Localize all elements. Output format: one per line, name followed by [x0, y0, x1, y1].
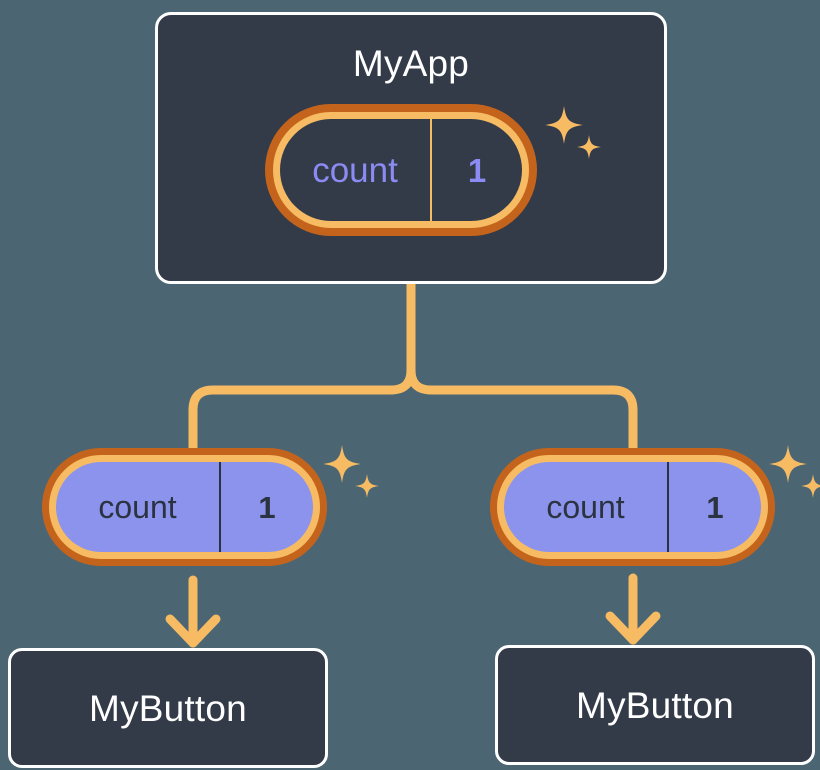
state-pill-branch-right[interactable]: count 1 [490, 448, 775, 566]
card-title-mybutton: MyButton [89, 687, 247, 729]
state-pill-body: count 1 [504, 462, 761, 552]
card-title-mybutton: MyButton [576, 684, 734, 726]
state-pill-ring: count 1 [42, 448, 327, 566]
state-pill-body: count 1 [56, 462, 313, 552]
arrow-head-left-icon [165, 614, 221, 648]
wire-split-left [188, 365, 416, 457]
state-key: count [312, 150, 398, 190]
state-key: count [98, 489, 177, 525]
state-pill-ring: count 1 [490, 448, 775, 566]
state-pill-body: count 1 [280, 119, 522, 221]
state-key: count [546, 489, 625, 525]
component-card-mybutton-right[interactable]: MyButton [495, 645, 815, 765]
state-value: 1 [430, 119, 522, 221]
sparkle-small-icon [355, 474, 379, 498]
state-value: 1 [219, 462, 313, 552]
arrow-head-right-icon [605, 611, 661, 645]
card-title-myapp: MyApp [352, 43, 470, 84]
sparkle-small-icon [801, 474, 820, 498]
wire-split-right [406, 365, 638, 457]
state-pill-ring: count 1 [265, 104, 537, 236]
sparkle-large-icon [323, 445, 361, 483]
state-pill-branch-left[interactable]: count 1 [42, 448, 327, 566]
component-card-mybutton-left[interactable]: MyButton [8, 648, 328, 768]
state-value: 1 [667, 462, 761, 552]
state-pill-myapp[interactable]: count 1 [265, 104, 537, 236]
